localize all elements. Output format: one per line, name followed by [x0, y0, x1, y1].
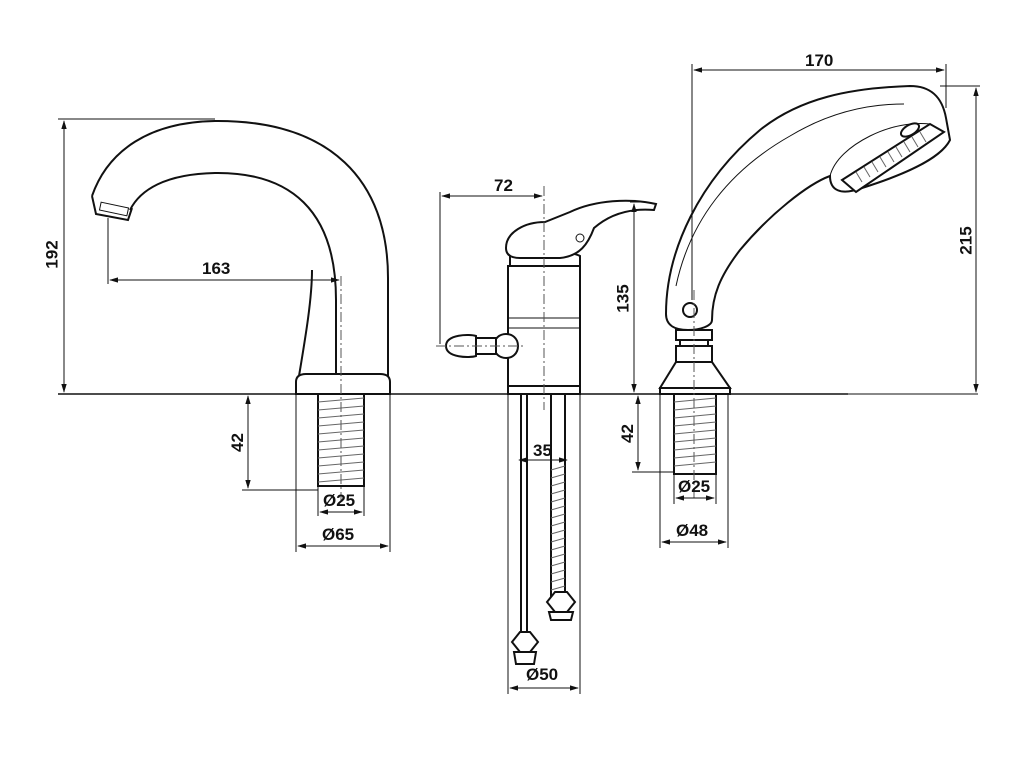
- label-spout-reach: 163: [202, 259, 231, 278]
- spout: [91, 119, 391, 505]
- label-hose-spacing: 35: [533, 441, 552, 460]
- label-mixer-width: 72: [494, 176, 513, 195]
- spout-dimensions: [58, 118, 391, 552]
- label-shower-width: 170: [805, 51, 834, 70]
- label-hose-nut-dia: Ø50: [526, 665, 559, 684]
- label-spout-thread-dia: Ø25: [323, 491, 356, 510]
- mixer-dimensions: [439, 192, 640, 694]
- label-shower-thread-dia: Ø25: [678, 477, 711, 496]
- pull-out-shower: [658, 84, 952, 500]
- shower-dimensions: [632, 64, 980, 548]
- mixer-valve: [436, 186, 658, 665]
- label-shower-height: 215: [956, 226, 976, 255]
- label-shower-shank-length: 42: [617, 424, 637, 443]
- label-spout-base-dia: Ø65: [322, 525, 355, 544]
- label-shower-base-dia: Ø48: [676, 521, 709, 540]
- label-spout-shank-length: 42: [227, 433, 247, 452]
- label-mixer-height: 135: [613, 284, 633, 313]
- label-spout-height: 192: [42, 240, 62, 269]
